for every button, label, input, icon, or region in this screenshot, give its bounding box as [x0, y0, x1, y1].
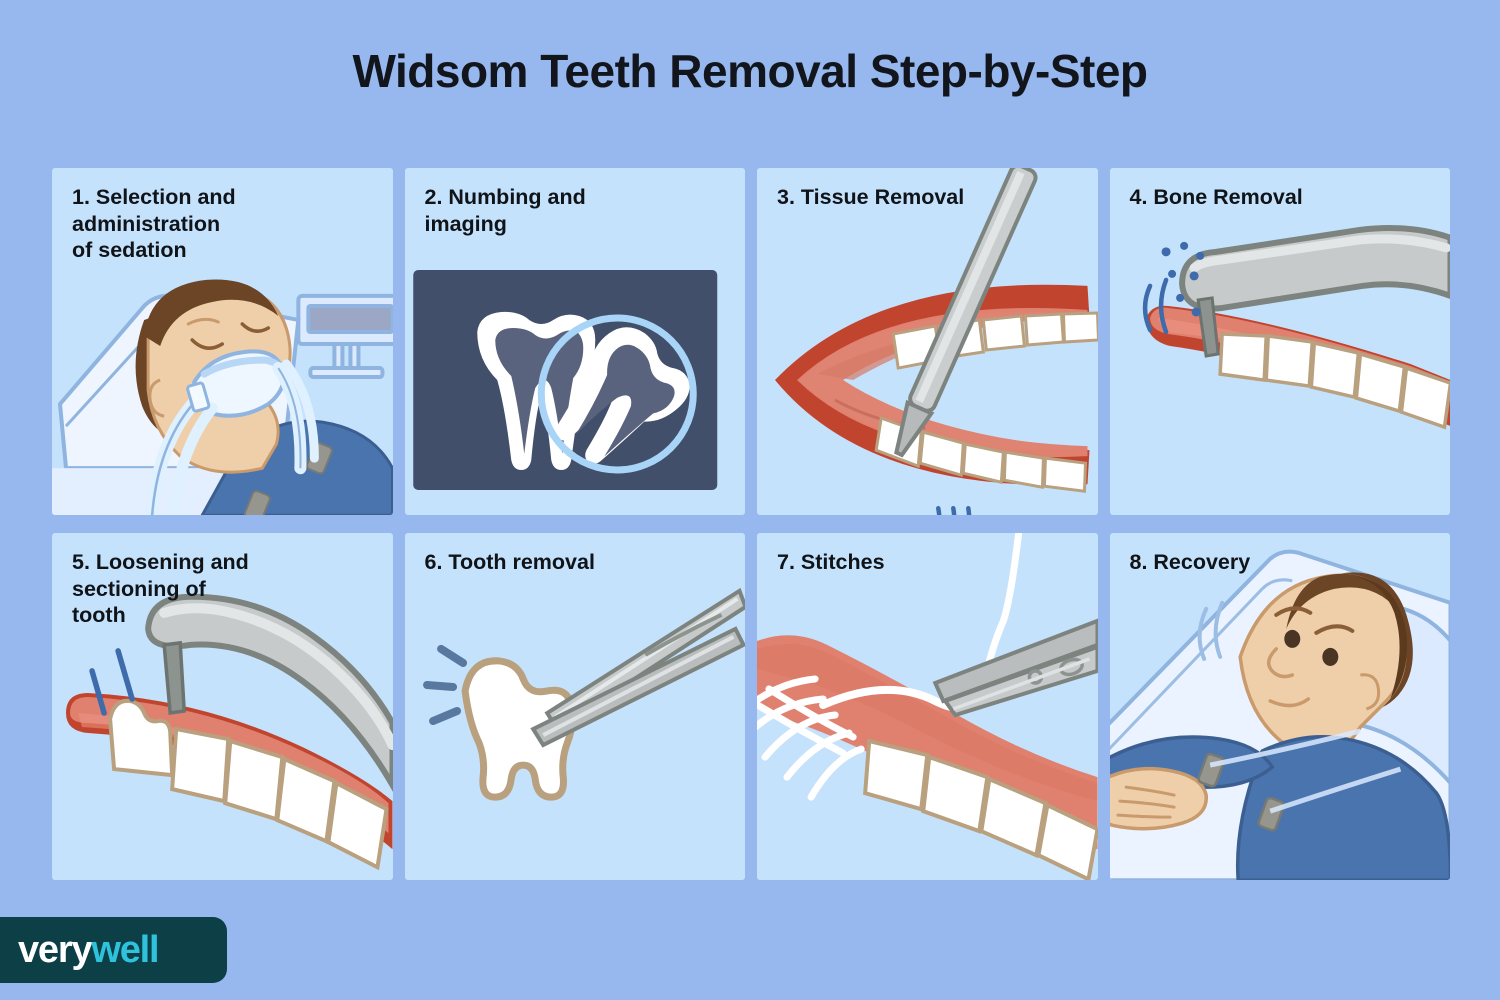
illustration-recovery — [1109, 533, 1450, 880]
step-card-1[interactable]: 1. Selection and administration of sedat… — [52, 168, 393, 515]
verywell-logo[interactable]: verywell — [0, 917, 227, 983]
step-card-7[interactable]: 7. Stitches — [757, 533, 1098, 880]
steps-grid: 1. Selection and administration of sedat… — [52, 168, 1450, 880]
step-card-6[interactable]: 6. Tooth removal — [404, 533, 745, 880]
logo-wordmark: verywell — [0, 928, 160, 972]
illustration-tooth-removal — [405, 533, 745, 880]
step-card-4[interactable]: 4. Bone Removal — [1109, 168, 1450, 515]
step-title-1: 1. Selection and administration of sedat… — [72, 185, 236, 263]
illustration-tissue-removal — [757, 168, 1098, 515]
logo-primary-text: very — [18, 928, 93, 971]
step-card-8[interactable]: 8. Recovery — [1109, 533, 1450, 880]
step-title-2: 2. Numbing and imaging — [424, 185, 586, 236]
step-card-3[interactable]: 3. Tissue Removal — [757, 168, 1098, 515]
page-title: Widsom Teeth Removal Step-by-Step — [352, 45, 1148, 97]
logo-accent-text: well — [91, 928, 159, 971]
step-title-4: 4. Bone Removal — [1129, 185, 1303, 209]
illustration-sedation — [52, 168, 393, 515]
step-card-2[interactable]: 2. Numbing and imaging — [404, 168, 746, 515]
step-title-7: 7. Stitches — [777, 550, 885, 574]
step-title-3: 3. Tissue Removal — [777, 185, 965, 209]
illustration-loosening-sectioning — [52, 533, 393, 880]
step-title-5: 5. Loosening and sectioning of tooth — [72, 550, 249, 628]
step-title-6: 6. Tooth removal — [424, 550, 595, 574]
illustration-xray — [405, 168, 746, 515]
step-card-5[interactable]: 5. Loosening and sectioning of tooth — [52, 533, 393, 880]
illustration-bone-removal — [1110, 168, 1450, 515]
step-title-8: 8. Recovery — [1129, 550, 1251, 574]
illustration-stitches — [757, 533, 1098, 880]
